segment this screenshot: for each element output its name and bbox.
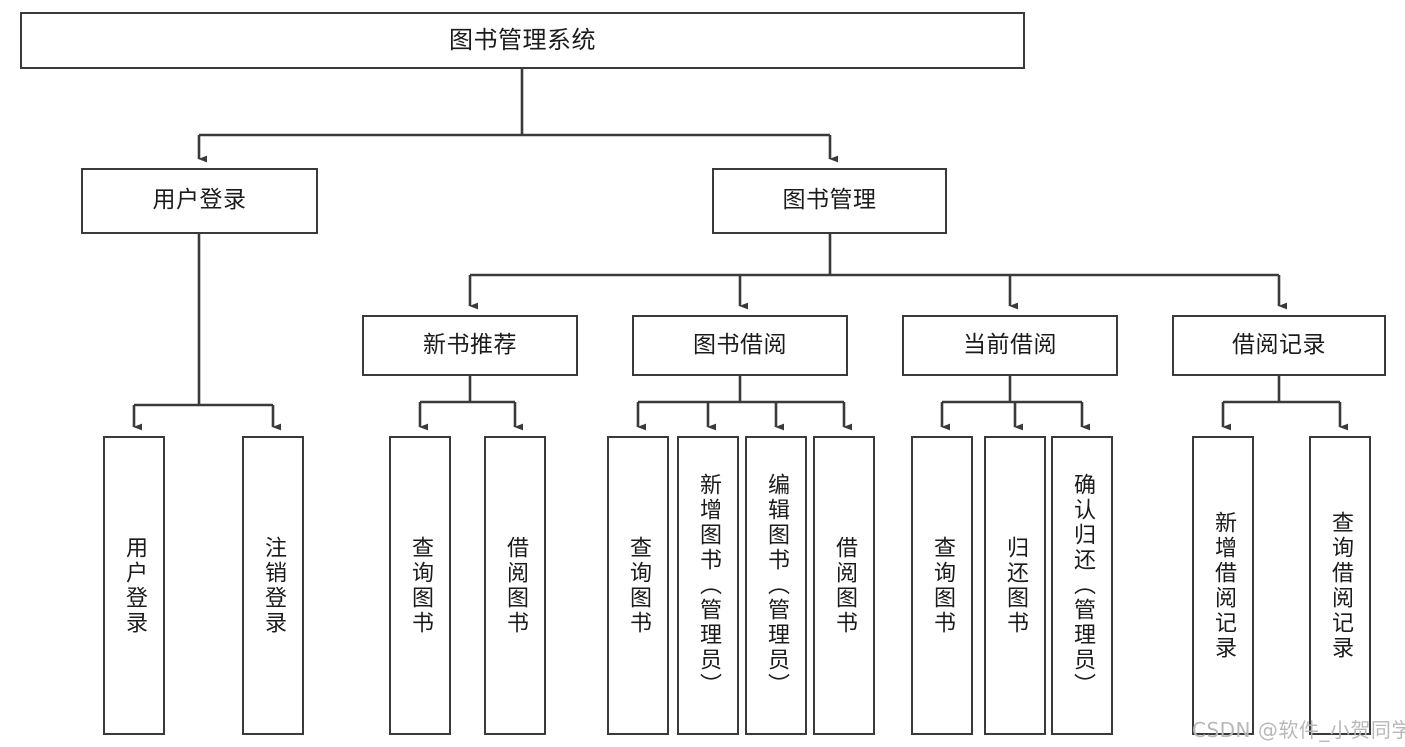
node-root-system[interactable]: 图书管理系统: [20, 12, 1025, 69]
node-label: 注销登录: [261, 535, 286, 636]
leaf-query-book-2[interactable]: 查询图书: [607, 436, 669, 735]
leaf-add-book[interactable]: 新增图书（管理员）: [677, 436, 739, 735]
node-borrow-record[interactable]: 借阅记录: [1172, 315, 1386, 376]
leaf-borrow-book-1[interactable]: 借阅图书: [484, 436, 546, 735]
node-current-borrow[interactable]: 当前借阅: [902, 315, 1118, 376]
node-label: 图书借阅: [693, 331, 787, 358]
node-label: 新书推荐: [423, 331, 517, 358]
node-label: 图书管理: [782, 187, 877, 214]
node-label: 归还图书: [1003, 535, 1028, 636]
leaf-return-book[interactable]: 归还图书: [984, 436, 1046, 735]
leaf-query-book-1[interactable]: 查询图书: [389, 436, 451, 735]
node-label: 新增图书（管理员）: [696, 473, 721, 698]
node-label: 借阅记录: [1232, 331, 1326, 358]
node-label: 编辑图书（管理员）: [764, 473, 789, 698]
node-label: 查询图书: [408, 535, 433, 636]
node-label: 借阅图书: [503, 535, 528, 636]
node-book-manage[interactable]: 图书管理: [712, 168, 947, 234]
leaf-user-logout[interactable]: 注销登录: [242, 436, 304, 735]
node-user-login[interactable]: 用户登录: [81, 168, 318, 234]
leaf-query-book-3[interactable]: 查询图书: [911, 436, 973, 735]
csdn-watermark: CSDN @软件_小贺同学: [1192, 718, 1405, 742]
node-label: 用户登录: [122, 535, 147, 636]
leaf-borrow-book-2[interactable]: 借阅图书: [813, 436, 875, 735]
node-book-borrow[interactable]: 图书借阅: [632, 315, 848, 376]
leaf-edit-book[interactable]: 编辑图书（管理员）: [745, 436, 807, 735]
node-label: 查询图书: [626, 535, 651, 636]
node-label: 用户登录: [152, 187, 247, 214]
node-new-book-recommend[interactable]: 新书推荐: [362, 315, 578, 376]
node-label: 当前借阅: [963, 331, 1057, 358]
node-label: 查询图书: [930, 535, 955, 636]
node-label: 新增借阅记录: [1211, 510, 1236, 661]
leaf-user-login[interactable]: 用户登录: [103, 436, 165, 735]
node-label: 图书管理系统: [449, 26, 596, 55]
node-label: 借阅图书: [832, 535, 857, 636]
leaf-add-borrow-record[interactable]: 新增借阅记录: [1192, 436, 1254, 735]
leaf-query-borrow-record[interactable]: 查询借阅记录: [1309, 436, 1371, 735]
node-label: 确认归还（管理员）: [1070, 473, 1095, 698]
node-label: 查询借阅记录: [1328, 510, 1353, 661]
leaf-confirm-return[interactable]: 确认归还（管理员）: [1051, 436, 1113, 735]
